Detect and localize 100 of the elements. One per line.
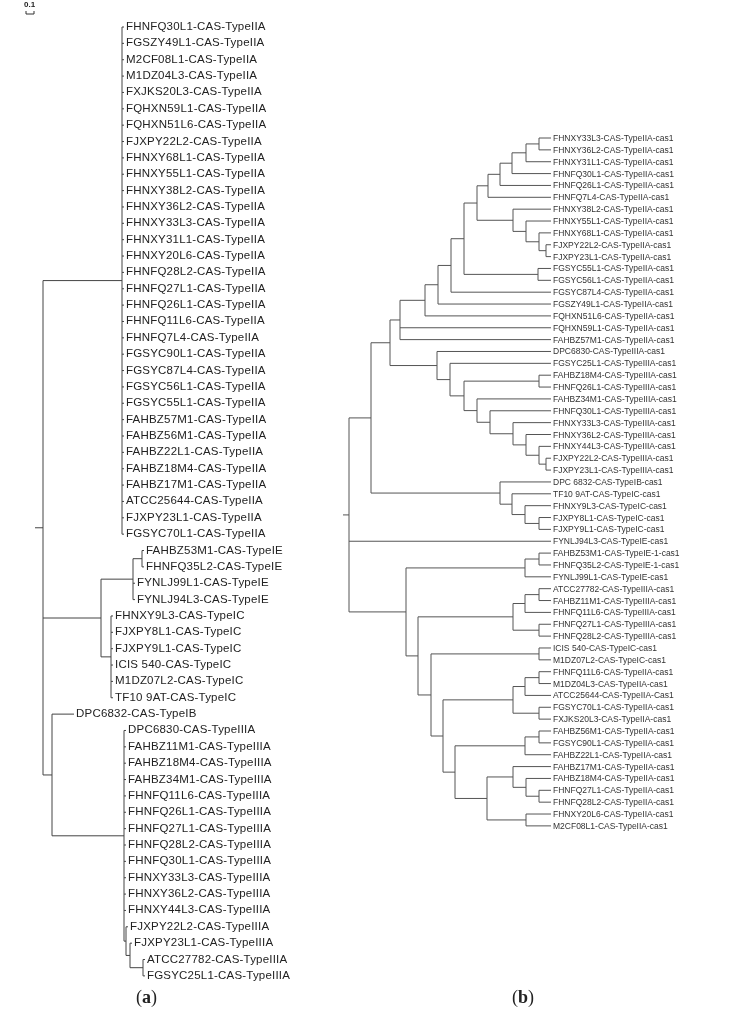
taxon-label: FHNFQ26L1-CAS-TypeIIA-cas1: [553, 181, 674, 190]
taxon-label: ATCC25644-CAS-TypeIIA-Cas1: [553, 691, 674, 700]
taxon-label: FHNFQ11L6-CAS-TypeIIA-cas1: [553, 667, 674, 676]
taxon-label: FHNXY36L2-CAS-TypeIIIA: [128, 888, 271, 900]
taxon-label: FHNFQ26L1-CAS-TypeIIA: [126, 299, 266, 311]
panel-label: (a): [136, 988, 157, 1006]
panel-label: (b): [512, 988, 534, 1006]
taxon-label: FGSYC90L1-CAS-TypeIIA-cas1: [553, 738, 674, 748]
taxon-label: M2CF08L1-CAS-TypeIIA-cas1: [553, 821, 668, 831]
taxon-label: FHNFQ26L1-CAS-TypeIIIA-cas1: [553, 382, 677, 392]
taxon-label: ICIS 540-CAS-TypeIC: [115, 659, 232, 671]
taxon-label: FHNFQ7L4-CAS-TypeIIA-cas1: [553, 193, 670, 202]
taxon-label: M1DZ07L2-CAS-TypeIC-cas1: [553, 655, 666, 665]
taxon-label: FHNFQ28L2-CAS-TypeIIA-cas1: [553, 797, 674, 807]
taxon-label: FHNXY36L2-CAS-TypeIIA-cas1: [553, 145, 674, 155]
taxon-label: FHNXY33L3-CAS-TypeIIIA-cas1: [553, 418, 676, 427]
taxon-label: FJXPY22L2-CAS-TypeIIIA: [130, 921, 270, 933]
taxon-label: M1DZ04L3-CAS-TypeIIA: [126, 70, 258, 82]
taxon-label: FQHXN59L1-CAS-TypeIIA-cas1: [553, 323, 675, 332]
taxon-label: FAHBZ17M1-CAS-TypeIIA: [126, 479, 267, 491]
taxon-label: TF10 9AT-CAS-TypeIC: [115, 692, 237, 704]
taxon-label: FHNXY31L1-CAS-TypeIIA: [126, 233, 266, 246]
taxon-label: FJXPY9L1-CAS-TypeIC-cas1: [553, 525, 665, 534]
taxon-label: FHNXY33L3-CAS-TypeIIIA: [128, 871, 271, 884]
taxon-label: M1DZ04L3-CAS-TypeIIA-cas1: [553, 679, 668, 688]
taxon-label: DPC6830-CAS-TypeIIIA: [128, 724, 256, 737]
taxon-label: FQHXN51L6-CAS-TypeIIA: [126, 119, 267, 131]
taxon-label: FGSYC25L1-CAS-TypeIIIA: [147, 970, 291, 982]
taxon-label: FAHBZ18M4-CAS-TypeIIA: [126, 462, 267, 475]
taxon-label: FAHBZ34M1-CAS-TypeIIIA-cas1: [553, 394, 677, 404]
taxon-label: FAHBZ56M1-CAS-TypeIIA-cas1: [553, 726, 675, 736]
taxon-label: DPC6830-CAS-TypeIIIA-cas1: [553, 347, 665, 356]
taxon-label: FJXPY23L1-CAS-TypeIIIA-cas1: [553, 465, 674, 475]
taxon-label: FJXPY23L1-CAS-TypeIIA-cas1: [553, 252, 672, 261]
taxon-label: FQHXN51L6-CAS-TypeIIA-cas1: [553, 311, 675, 321]
taxon-label: FHNXY44L3-CAS-TypeIIIA: [128, 904, 271, 917]
taxon-label: FGSZY49L1-CAS-TypeIIA: [126, 37, 265, 50]
taxon-label: FHNFQ11L6-CAS-TypeIIA: [126, 315, 265, 328]
taxon-label: FHNXY55L1-CAS-TypeIIA-cas1: [553, 216, 674, 226]
taxon-label: DPC6832-CAS-TypeIB: [76, 708, 197, 720]
taxon-label: DPC 6832-CAS-TypeIB-cas1: [553, 477, 663, 487]
taxon-label: FGSYC70L1-CAS-TypeIIA-cas1: [553, 703, 674, 712]
taxon-label: FHNXY36L2-CAS-TypeIIIA-cas1: [553, 430, 676, 439]
taxon-label: FGSYC55L1-CAS-TypeIIA: [126, 397, 266, 409]
taxon-label: FHNFQ30L1-CAS-TypeIIA: [126, 21, 266, 33]
taxon-label: FGSYC56L1-CAS-TypeIIA-cas1: [553, 276, 674, 285]
taxon-label: FHNFQ30L1-CAS-TypeIIIA-cas1: [553, 406, 677, 415]
taxon-label: FHNXY36L2-CAS-TypeIIA: [126, 201, 266, 213]
taxon-label: FHNXY31L1-CAS-TypeIIA-cas1: [553, 157, 674, 166]
taxon-label: FAHBZ11M1-CAS-TypeIIIA-cas1: [553, 596, 677, 605]
taxon-label: FAHBZ18M4-CAS-TypeIIIA-cas1: [553, 370, 677, 380]
taxon-label: FHNFQ26L1-CAS-TypeIIIA: [128, 806, 272, 818]
taxon-label: FJXPY22L2-CAS-TypeIIIA-cas1: [553, 453, 674, 463]
taxon-label: FJXPY8L1-CAS-TypeIC-cas1: [553, 513, 665, 522]
taxon-label: FAHBZ11M1-CAS-TypeIIIA: [128, 741, 271, 753]
taxon-label: FHNFQ27L1-CAS-TypeIIIA-cas1: [553, 620, 677, 629]
taxon-label: FGSYC56L1-CAS-TypeIIA: [126, 381, 266, 393]
taxon-label: FGSYC55L1-CAS-TypeIIA-cas1: [553, 264, 674, 273]
taxon-label: FAHBZ57M1-CAS-TypeIIA: [126, 413, 267, 426]
taxon-label: FYNLJ99L1-CAS-TypeIE: [137, 577, 269, 589]
taxon-label: FJXPY23L1-CAS-TypeIIA: [126, 512, 262, 524]
taxon-label: M1DZ07L2-CAS-TypeIC: [115, 675, 244, 688]
taxon-label: FHNFQ11L6-CAS-TypeIIIA-cas1: [553, 608, 676, 617]
taxon-label: FHNXY20L6-CAS-TypeIIA: [126, 250, 266, 262]
taxon-label: FQHXN59L1-CAS-TypeIIA: [126, 103, 267, 115]
taxon-label: FGSYC25L1-CAS-TypeIIIA-cas1: [553, 359, 677, 368]
taxon-label: FJXPY8L1-CAS-TypeIC: [115, 626, 242, 639]
taxon-label: FHNXY38L2-CAS-TypeIIA: [126, 184, 266, 197]
taxon-label: FHNXY68L1-CAS-TypeIIA-cas1: [553, 228, 674, 238]
taxon-label: FHNXY38L2-CAS-TypeIIA-cas1: [553, 204, 674, 214]
taxon-label: FYNLJ94L3-CAS-TypeIE: [137, 593, 269, 606]
taxon-label: FHNXY9L3-CAS-TypeIC-cas1: [553, 501, 667, 510]
taxon-label: FHNFQ11L6-CAS-TypeIIIA: [128, 790, 271, 802]
taxon-label: FYNLJ94L3-CAS-TypeIE-cas1: [553, 537, 669, 546]
taxon-label: FGSYC87L4-CAS-TypeIIA-cas1: [553, 287, 674, 297]
taxon-label: M2CF08L1-CAS-TypeIIA: [126, 53, 258, 66]
taxon-label: FAHBZ56M1-CAS-TypeIIA: [126, 430, 267, 442]
taxon-label: FHNFQ30L1-CAS-TypeIIA-cas1: [553, 169, 674, 178]
taxon-label: FAHBZ18M4-CAS-TypeIIIA: [128, 757, 272, 769]
taxon-label: FHNFQ28L2-CAS-TypeIIA: [126, 266, 266, 279]
taxon-label: FHNXY20L6-CAS-TypeIIA-cas1: [553, 809, 674, 819]
taxon-label: FXJKS20L3-CAS-TypeIIA: [126, 86, 262, 99]
taxon-label: FHNFQ27L1-CAS-TypeIIA: [126, 283, 266, 295]
taxon-label: FHNXY44L3-CAS-TypeIIIA-cas1: [553, 442, 676, 451]
taxon-label: FHNFQ35L2-CAS-TypeIE-1-cas1: [553, 560, 680, 570]
taxon-label: FHNFQ28L2-CAS-TypeIIIA: [128, 839, 272, 851]
taxon-label: FHNFQ27L1-CAS-TypeIIA-cas1: [553, 786, 674, 795]
taxon-label: FGSYC87L4-CAS-TypeIIA: [126, 364, 266, 377]
taxon-label: FAHBZ34M1-CAS-TypeIIIA: [128, 773, 272, 786]
taxon-label: FGSZY49L1-CAS-TypeIIA-cas1: [553, 299, 673, 309]
taxon-label: TF10 9AT-CAS-TypeIC-cas1: [553, 489, 661, 499]
taxon-label: FAHBZ53M1-CAS-TypeIE: [146, 544, 283, 557]
taxon-label: FHNXY9L3-CAS-TypeIC: [115, 610, 245, 622]
taxon-label: FHNXY33L3-CAS-TypeIIA-cas1: [553, 133, 674, 143]
taxon-label: FHNXY68L1-CAS-TypeIIA: [126, 152, 266, 164]
taxon-label: FHNFQ35L2-CAS-TypeIE: [146, 561, 283, 573]
taxon-label: ICIS 540-CAS-TypeIC-cas1: [553, 643, 657, 653]
taxon-label: FXJKS20L3-CAS-TypeIIA-cas1: [553, 714, 672, 724]
taxon-label: FJXPY22L2-CAS-TypeIIA: [126, 135, 262, 148]
taxon-label: FHNXY55L1-CAS-TypeIIA: [126, 168, 266, 180]
